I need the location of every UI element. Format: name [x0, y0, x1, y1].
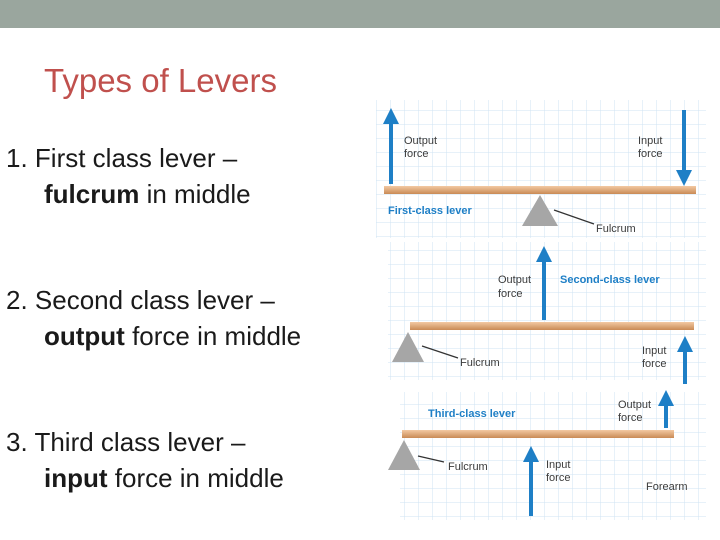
bullet-number: 2. — [6, 285, 28, 315]
bullet-second-class: 2. Second class lever – output force in … — [6, 282, 301, 354]
bullet-rest: force in middle — [124, 321, 302, 351]
bullet-number: 1. — [6, 143, 28, 173]
output-label: force — [618, 412, 642, 424]
top-bar — [0, 0, 720, 28]
first-class-diagram: Output force Input force First-class lev… — [376, 100, 706, 238]
slide-title: Types of Levers — [44, 62, 277, 99]
output-label: Output — [618, 399, 651, 411]
bullet-rest: force in middle — [107, 463, 284, 493]
input-label: force — [546, 472, 570, 484]
diagram-title: Second-class lever — [560, 274, 660, 286]
bullet-third-class: 3. Third class lever – input force in mi… — [6, 424, 284, 496]
lever-bar — [384, 186, 696, 194]
bullet-heading: Third class lever – — [34, 427, 246, 457]
forearm-label: Forearm — [646, 481, 688, 493]
fulcrum-icon — [392, 332, 424, 362]
grid-background — [388, 242, 706, 380]
input-label: force — [638, 148, 662, 160]
input-arrow-icon — [677, 336, 693, 384]
diagram-title: Third-class lever — [428, 408, 516, 420]
output-arrow-icon — [658, 390, 674, 428]
bullet-heading: First class lever – — [34, 143, 238, 173]
third-class-diagram: Third-class lever Output force Fulcrum I… — [388, 390, 706, 520]
output-label: Output — [498, 274, 531, 286]
fulcrum-label: Fulcrum — [460, 357, 500, 369]
output-label: force — [404, 148, 428, 160]
input-label: force — [642, 358, 666, 370]
lever-diagrams: Output force Input force First-class lev… — [376, 96, 706, 520]
bullet-keyword: input — [44, 463, 108, 493]
input-arrow-icon — [523, 446, 539, 516]
bullet-rest: in middle — [139, 179, 251, 209]
output-arrow-icon — [536, 246, 552, 320]
diagram-title: First-class lever — [388, 205, 472, 217]
input-label: Input — [546, 459, 570, 471]
grid-background — [400, 392, 706, 520]
input-label: Input — [638, 135, 662, 147]
bullet-first-class: 1. First class lever – fulcrum in middle — [6, 140, 251, 212]
bullet-heading: Second class lever – — [34, 285, 275, 315]
fulcrum-label: Fulcrum — [448, 461, 488, 473]
output-label: Output — [404, 135, 437, 147]
output-label: force — [498, 288, 522, 300]
bullet-number: 3. — [6, 427, 28, 457]
output-arrow-icon — [383, 108, 399, 184]
fulcrum-icon — [522, 195, 558, 226]
lever-bar — [410, 322, 694, 330]
fulcrum-label: Fulcrum — [596, 223, 636, 235]
input-arrow-icon — [676, 110, 692, 186]
lever-bar — [402, 430, 674, 438]
fulcrum-icon — [388, 440, 420, 470]
second-class-diagram: Output force Second-class lever Fulcrum … — [388, 242, 706, 384]
bullet-keyword: fulcrum — [44, 179, 140, 209]
input-label: Input — [642, 345, 666, 357]
bullet-keyword: output — [44, 321, 125, 351]
